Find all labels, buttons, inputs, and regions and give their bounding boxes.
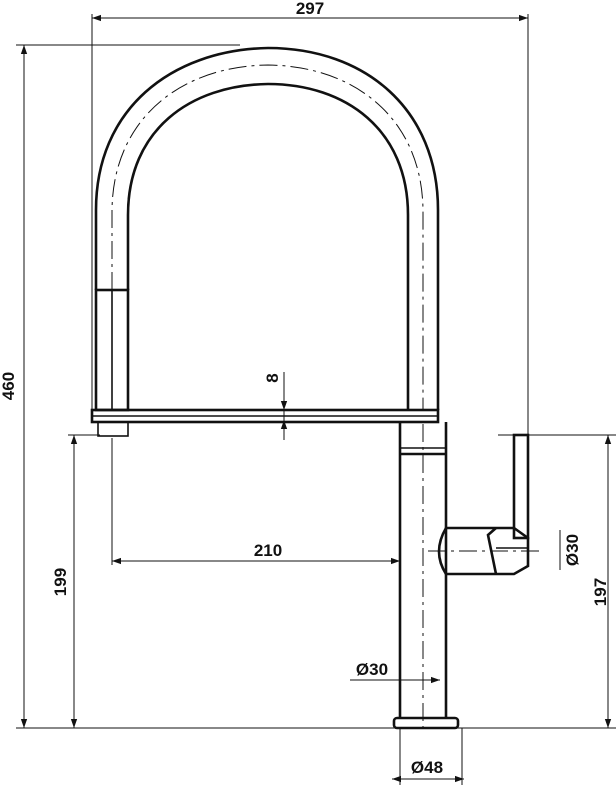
faucet-outline bbox=[90, 46, 540, 730]
gooseneck-outer bbox=[94, 46, 440, 410]
dim-label-width-total: 297 bbox=[296, 0, 324, 18]
lever-handle bbox=[512, 433, 530, 540]
dimension-lines bbox=[20, 14, 612, 783]
gooseneck-inner bbox=[126, 82, 410, 410]
dim-label-side-diameter: Ø30 bbox=[563, 534, 582, 566]
spray-nozzle bbox=[97, 421, 129, 437]
dim-label-base-diameter: Ø48 bbox=[411, 758, 443, 777]
base-plate bbox=[392, 716, 460, 730]
dim-label-height-total: 460 bbox=[0, 372, 18, 400]
extension-lines bbox=[16, 14, 616, 785]
dim-label-body-diameter: Ø30 bbox=[356, 660, 388, 679]
dim-label-spout-offset: 8 bbox=[263, 373, 282, 382]
dim-label-spout-height: 199 bbox=[51, 568, 70, 596]
dim-label-lever-height: 197 bbox=[591, 578, 610, 606]
gooseneck-centerline bbox=[111, 64, 424, 410]
dim-label-reach: 210 bbox=[254, 541, 282, 560]
